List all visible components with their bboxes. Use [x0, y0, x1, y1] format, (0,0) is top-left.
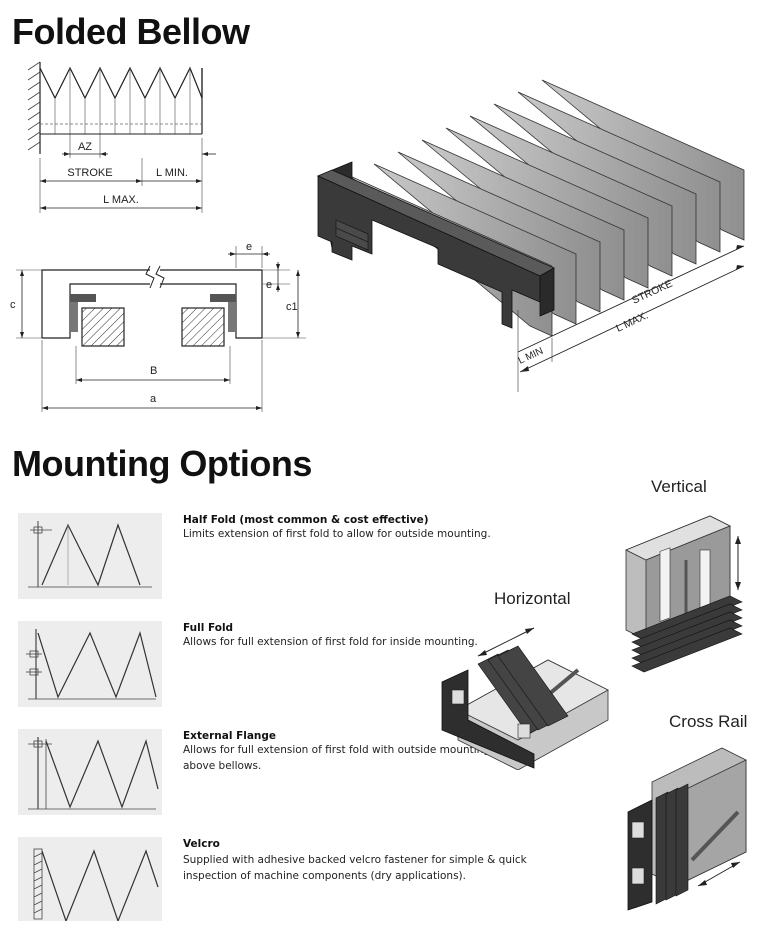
vertical-view-label: Vertical	[651, 477, 707, 496]
lmax-label: L MAX.	[103, 194, 139, 206]
half-fold-desc: Limits extension of first fold to allow …	[183, 528, 491, 540]
external-flange-desc: Allows for full extension of first fold …	[183, 744, 490, 772]
velcro-title: Velcro	[183, 838, 220, 850]
dim-b-label: B	[150, 365, 157, 377]
full-fold-diagram	[18, 621, 162, 707]
cross-rail-mount-illustration	[627, 747, 747, 911]
iso-lmin-label: L MIN	[517, 346, 545, 367]
dim-e-side-label: e	[266, 279, 272, 291]
vertical-mount-illustration	[625, 515, 743, 673]
iso-lmax-label: L MAX.	[614, 309, 650, 334]
lmin-label: L MIN.	[156, 167, 188, 179]
full-fold-title: Full Fold	[183, 622, 234, 634]
dim-c1-label: c1	[286, 301, 298, 313]
horizontal-mount-illustration	[441, 627, 609, 770]
cross-rail-view-label: Cross Rail	[669, 712, 748, 731]
half-fold-diagram	[18, 513, 162, 599]
stroke-label: STROKE	[67, 167, 112, 179]
folded-bellow-title: Folded Bellow	[12, 11, 250, 52]
half-fold-title: Half Fold (most common & cost effective)	[183, 514, 429, 526]
horizontal-view-label: Horizontal	[494, 589, 571, 608]
mounting-options-title: Mounting Options	[12, 443, 312, 484]
dim-e-top-label: e	[246, 241, 252, 253]
isometric-bellow-illustration: STROKE L MAX. L MIN	[317, 79, 745, 392]
velcro-diagram	[18, 837, 162, 923]
full-fold-desc: Allows for full extension of first fold …	[183, 636, 478, 648]
bellow-side-dimension-drawing: AZ STROKE L MIN. L MAX.	[27, 61, 216, 213]
dim-c-label: c	[10, 299, 16, 311]
bellow-cross-section-drawing: c e e c1 B a	[10, 241, 306, 412]
external-flange-title: External Flange	[183, 730, 277, 742]
external-flange-diagram	[18, 729, 162, 815]
velcro-desc: Supplied with adhesive backed velcro fas…	[183, 854, 527, 882]
dim-a-label: a	[150, 393, 157, 405]
az-label: AZ	[78, 141, 92, 153]
